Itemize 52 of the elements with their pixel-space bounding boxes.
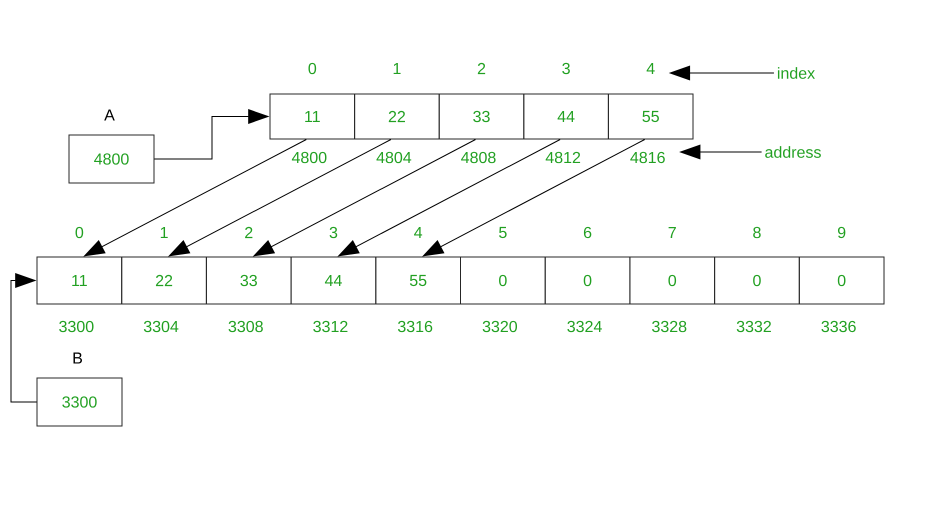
address-number: 3300 xyxy=(59,320,94,332)
array-cell: 55 xyxy=(375,256,461,304)
array-cell: 0 xyxy=(714,256,800,304)
address-number: 4804 xyxy=(376,152,412,164)
address-number: 4812 xyxy=(546,152,580,164)
address-number: 4816 xyxy=(630,152,665,164)
variable-name: B xyxy=(73,352,82,364)
address-number: 4808 xyxy=(461,152,496,164)
index-number: 2 xyxy=(245,226,252,238)
index-number: 4 xyxy=(646,63,655,74)
address-number: 3328 xyxy=(652,320,686,332)
address-number: 3332 xyxy=(736,320,771,332)
address-number: 4800 xyxy=(292,152,326,164)
address-number: 3336 xyxy=(821,320,856,332)
index-number: 5 xyxy=(499,226,507,238)
index-number: 1 xyxy=(160,227,168,238)
index-number: 9 xyxy=(838,226,846,238)
index-number: 2 xyxy=(478,62,486,74)
index-number: 3 xyxy=(562,62,570,74)
array-cell: 0 xyxy=(460,256,546,304)
index-number: 1 xyxy=(394,63,401,74)
index-number: 8 xyxy=(753,226,761,238)
index-number: 3 xyxy=(330,226,338,238)
address-number: 3308 xyxy=(228,320,263,332)
address-number: 3320 xyxy=(482,320,518,332)
array-cell: 0 xyxy=(544,256,630,304)
array-cell: 22 xyxy=(121,256,207,304)
array-cell: 33 xyxy=(438,94,524,140)
array-cell: 11 xyxy=(36,256,122,304)
note-label: index xyxy=(778,67,815,79)
array-cell: 44 xyxy=(290,256,376,304)
array-cell: 44 xyxy=(523,94,609,140)
array-cell: 22 xyxy=(354,94,440,140)
index-number: 6 xyxy=(584,226,592,238)
array-cell: 33 xyxy=(206,256,292,304)
array-cell: 11 xyxy=(270,94,356,140)
address-number: 3324 xyxy=(567,320,602,332)
note-label: address xyxy=(765,146,821,158)
address-number: 3312 xyxy=(313,320,348,332)
variable-name: A xyxy=(104,110,115,120)
pointer-box: 3300 xyxy=(36,378,122,426)
address-number: 3304 xyxy=(144,320,178,332)
index-number: 0 xyxy=(76,226,84,238)
array-cell: 55 xyxy=(608,94,694,140)
array-cell: 0 xyxy=(798,256,884,304)
pointer-box: 4800 xyxy=(68,134,154,184)
arrow xyxy=(10,273,37,402)
index-number: 4 xyxy=(414,227,422,238)
address-number: 3316 xyxy=(398,320,432,332)
index-number: 0 xyxy=(308,62,316,74)
array-cell: 0 xyxy=(629,256,716,304)
index-number: 7 xyxy=(668,227,676,238)
